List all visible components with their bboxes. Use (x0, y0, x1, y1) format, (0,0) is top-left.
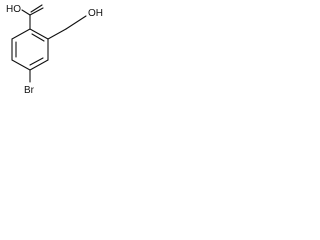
bromine-label: Br (24, 85, 35, 96)
acid-c-o-double-bond-inner (30, 4, 43, 13)
hydroxymethyl-label: OH (88, 8, 103, 19)
ring-bond-c6-c1 (11, 28, 31, 40)
ring-bond-c4-c5 (11, 59, 31, 71)
ch2-oh-bond (65, 15, 87, 30)
acid-c-oh-bond (21, 9, 31, 16)
chemical-structure: HO OH Br (6, 4, 103, 96)
ch2-bond (47, 28, 67, 40)
carboxylic-acid-label: HO (6, 4, 21, 15)
acid-c-o-double-bond (29, 7, 44, 16)
ring-bond-c1-c2 (29, 28, 49, 40)
ring-bond-c3-c4 (29, 59, 49, 71)
ring-double-bond-bottom (29, 57, 44, 66)
ring-double-bond-top (31, 33, 45, 42)
